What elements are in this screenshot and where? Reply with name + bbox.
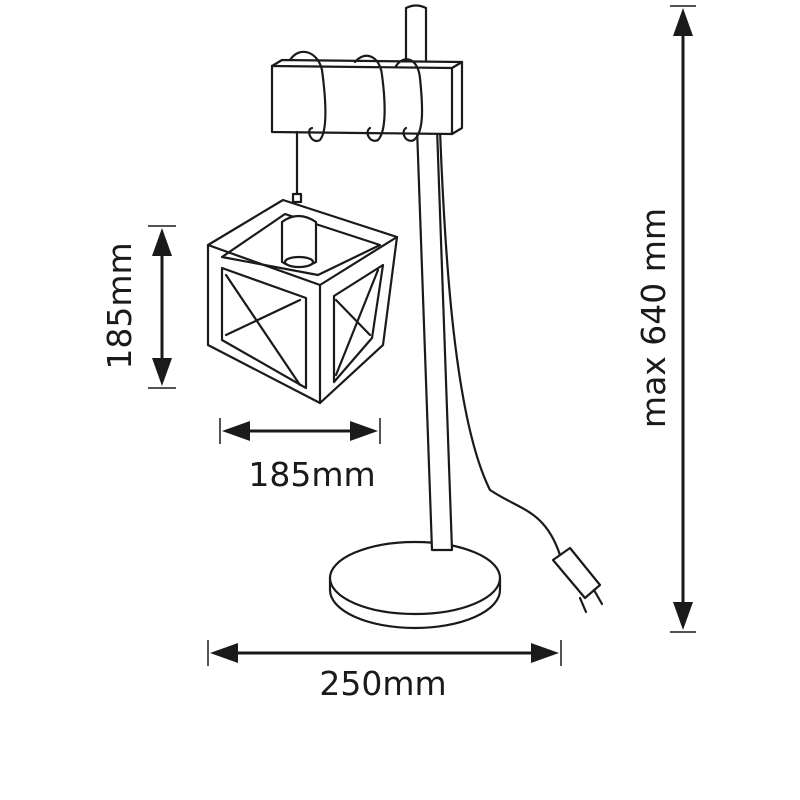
power-plug [551, 546, 604, 614]
lamp-base [328, 540, 502, 630]
power-cable [438, 128, 562, 557]
total-height-label: max 640 mm [634, 208, 673, 428]
cable-coils [288, 50, 424, 143]
pole-top-peg [404, 4, 428, 72]
dimension-shade-width: 185mm [219, 418, 381, 494]
shade-height-label: 185mm [100, 242, 139, 369]
base-width-label: 250mm [319, 664, 446, 703]
cube-shade [206, 198, 399, 405]
dimension-shade-height: 185mm [100, 225, 176, 389]
dimension-total-height: max 640 mm [634, 5, 696, 633]
wooden-beam [270, 58, 464, 136]
shade-width-label: 185mm [248, 455, 375, 494]
cord-grip [291, 192, 303, 204]
lamp-pole [415, 126, 454, 552]
dimension-base-width: 250mm [207, 640, 562, 703]
